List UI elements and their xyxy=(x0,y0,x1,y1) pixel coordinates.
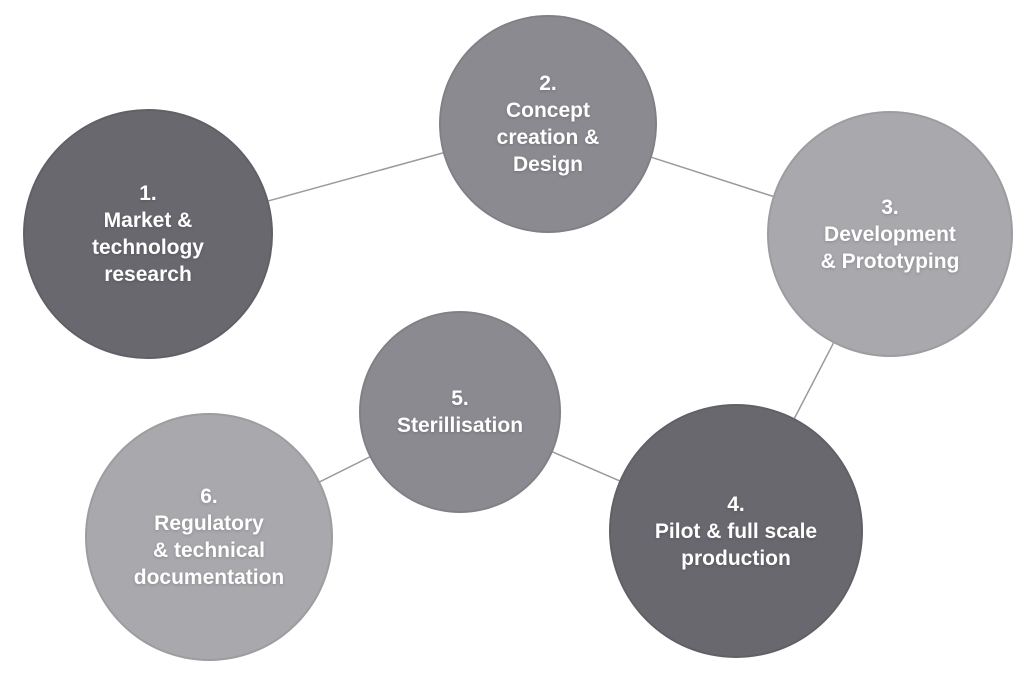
step-label: Concept creation & Design xyxy=(496,99,600,176)
step-circle-4: 4. Pilot & full scale production xyxy=(609,404,863,658)
step-label: Sterillisation xyxy=(396,414,524,437)
step-number: 6. xyxy=(200,485,218,508)
step-label: Development & Prototyping xyxy=(820,222,960,273)
step-circle-5: 5. Sterillisation xyxy=(359,311,561,513)
step-number: 2. xyxy=(539,72,557,95)
step-label: Regulatory & technical documentation xyxy=(133,512,285,589)
step-number: 4. xyxy=(727,492,745,516)
step-circle-6: 6. Regulatory & technical documentation xyxy=(85,413,333,661)
step-label: Pilot & full scale production xyxy=(654,519,818,570)
step-label: Market & technology research xyxy=(91,209,204,286)
step-circle-2: 2. Concept creation & Design xyxy=(439,15,657,233)
step-number: 3. xyxy=(881,195,899,219)
step-number: 1. xyxy=(139,182,157,205)
step-number: 5. xyxy=(451,387,469,410)
step-circle-1: 1. Market & technology research xyxy=(23,109,273,359)
step-circle-3: 3. Development & Prototyping xyxy=(767,111,1013,357)
